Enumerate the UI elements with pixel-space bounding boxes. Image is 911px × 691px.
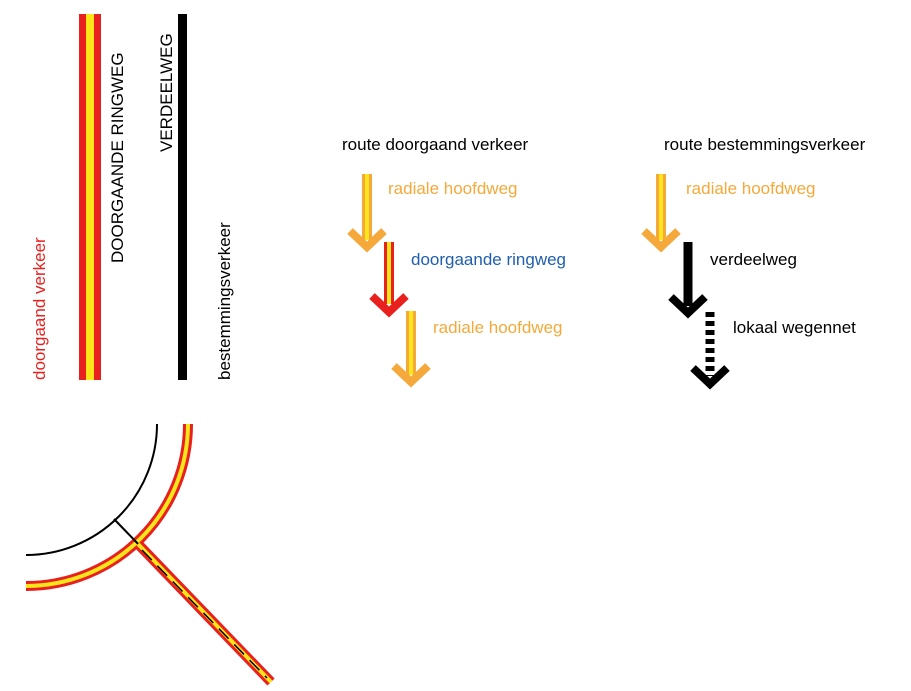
route-destination-step1-label: radiale hoofdweg — [686, 179, 815, 198]
legend-through-traffic-label: doorgaand verkeer — [30, 237, 49, 380]
legend-through-ring-label: DOORGAANDE RINGWEG — [108, 52, 127, 263]
legend-distributor-label: VERDEELWEG — [157, 33, 176, 152]
route-destination-title: route bestemmingsverkeer — [664, 135, 866, 154]
route-destination-step2-label: verdeelweg — [710, 250, 797, 269]
route-destination-arrow-2 — [668, 242, 708, 319]
route-through-arrow-1 — [347, 174, 387, 253]
junction-radial-road — [134, 540, 275, 686]
route-through-step2-label: doorgaande ringweg — [411, 250, 566, 269]
route-through-arrow-2 — [369, 242, 409, 318]
legend-distributor-bar — [178, 14, 187, 380]
route-destination-arrow-3 — [690, 312, 730, 390]
route-through-step3-label: radiale hoofdweg — [433, 318, 562, 337]
junction-connector — [113, 518, 143, 549]
route-destination-step3-label: lokaal wegennet — [733, 318, 856, 337]
legend-destination-traffic-label: bestemmingsverkeer — [215, 222, 234, 380]
junction-distributor-arc — [25, 423, 158, 556]
route-destination-arrow-1 — [641, 174, 681, 253]
route-through-arrow-3 — [391, 311, 431, 388]
legend-through-ring-bar — [79, 14, 101, 380]
route-through-title: route doorgaand verkeer — [342, 135, 529, 154]
junction-ring-road — [25, 423, 193, 591]
route-through-step1-label: radiale hoofdweg — [388, 179, 517, 198]
